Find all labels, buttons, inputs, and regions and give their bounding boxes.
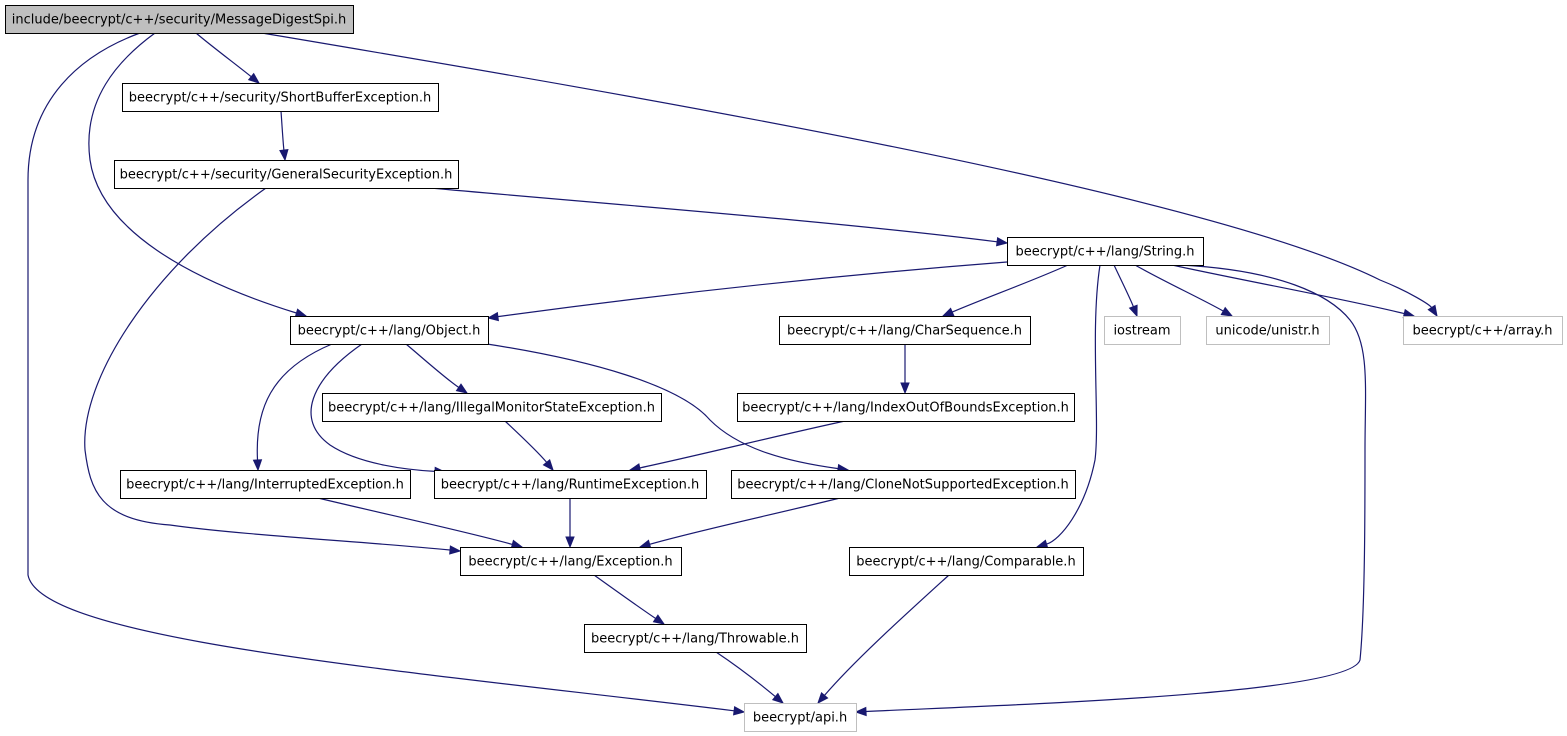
node-clone-not-supported[interactable]: beecrypt/c++/lang/CloneNotSupportedExcep… (731, 470, 1076, 499)
node-box (737, 393, 1075, 422)
edge-root-to-short-buffer (195, 32, 261, 84)
edge-string-to-api (854, 264, 1367, 717)
nodes-layer: include/beecrypt/c++/security/MessageDig… (5, 5, 1563, 732)
node-box (1403, 316, 1563, 345)
arrowhead (455, 383, 469, 394)
arrowhead (449, 545, 462, 555)
node-throwable[interactable]: beecrypt/c++/lang/Throwable.h (584, 624, 807, 653)
node-runtime[interactable]: beecrypt/c++/lang/RuntimeException.h (434, 470, 707, 499)
node-label: beecrypt/c++/lang/String.h (1015, 245, 1194, 260)
arrowhead (1427, 304, 1438, 318)
node-object[interactable]: beecrypt/c++/lang/Object.h (290, 316, 489, 345)
node-box (120, 470, 411, 499)
edge-string-to-iostream (1113, 264, 1138, 318)
node-label: beecrypt/c++/lang/CharSequence.h (787, 324, 1022, 339)
edge-throwable-to-api (715, 651, 785, 704)
node-label: beecrypt/api.h (753, 711, 847, 726)
node-box (1007, 237, 1204, 266)
edge-runtime-to-exception (565, 498, 575, 549)
node-root[interactable]: include/beecrypt/c++/security/MessageDig… (5, 5, 354, 34)
node-label: beecrypt/c++/lang/IllegalMonitorStateExc… (328, 401, 655, 416)
edge-general-security-to-exception (84, 187, 462, 555)
node-interrupted[interactable]: beecrypt/c++/lang/InterruptedException.h (120, 470, 411, 499)
node-label: iostream (1113, 324, 1170, 339)
arrowhead (733, 706, 746, 716)
node-label: beecrypt/c++/lang/RuntimeException.h (441, 478, 700, 493)
node-label: beecrypt/c++/security/ShortBufferExcepti… (129, 91, 431, 106)
node-unistr[interactable]: unicode/unistr.h (1206, 316, 1330, 345)
edge-object-to-interrupted (252, 343, 333, 472)
node-label: beecrypt/c++/lang/Exception.h (468, 555, 672, 570)
node-string[interactable]: beecrypt/c++/lang/String.h (1007, 237, 1204, 266)
edge-root-to-array (261, 32, 1438, 318)
node-short-buffer[interactable]: beecrypt/c++/security/ShortBufferExcepti… (122, 83, 439, 112)
node-illegal-monitor[interactable]: beecrypt/c++/lang/IllegalMonitorStateExc… (322, 393, 662, 422)
node-box (290, 316, 489, 345)
node-box (434, 470, 707, 499)
arrowhead (941, 307, 955, 317)
edge-object-to-illegal-monitor (405, 343, 469, 394)
node-label: beecrypt/c++/array.h (1412, 324, 1552, 339)
arrowhead (252, 459, 263, 472)
node-label: beecrypt/c++/lang/Throwable.h (591, 632, 799, 647)
node-box (114, 160, 459, 189)
edge-exception-to-throwable (593, 574, 666, 625)
edge-string-to-object (486, 261, 1008, 322)
edge-comparable-to-api (817, 574, 950, 705)
node-box (744, 703, 857, 732)
node-label: beecrypt/c++/lang/IndexOutOfBoundsExcept… (742, 401, 1069, 416)
edge-short-buffer-to-general-security (279, 110, 289, 162)
node-box (5, 5, 354, 34)
arrowhead (771, 692, 785, 704)
node-label: beecrypt/c++/lang/InterruptedException.h (126, 478, 404, 493)
node-box (584, 624, 807, 653)
edge-string-to-unistr (1134, 264, 1234, 317)
node-index-out-of-bounds[interactable]: beecrypt/c++/lang/IndexOutOfBoundsExcept… (737, 393, 1075, 422)
edge-general-security-to-string (429, 187, 1009, 247)
node-general-security[interactable]: beecrypt/c++/security/GeneralSecurityExc… (114, 160, 459, 189)
node-api[interactable]: beecrypt/api.h (744, 703, 857, 732)
edges-layer (27, 32, 1438, 717)
node-box (779, 316, 1031, 345)
node-iostream[interactable]: iostream (1104, 316, 1181, 345)
edge-interrupted-to-exception (317, 497, 524, 549)
node-label: include/beecrypt/c++/security/MessageDig… (12, 13, 346, 28)
node-label: beecrypt/c++/lang/Object.h (298, 324, 481, 339)
node-label: beecrypt/c++/lang/CloneNotSupportedExcep… (737, 478, 1069, 493)
node-box (1104, 316, 1181, 345)
arrowhead (652, 614, 666, 625)
arrowhead (1220, 306, 1234, 317)
node-box (322, 393, 662, 422)
edge-char-sequence-to-index-out-of-bounds (900, 344, 910, 395)
node-array[interactable]: beecrypt/c++/array.h (1403, 316, 1563, 345)
node-comparable[interactable]: beecrypt/c++/lang/Comparable.h (849, 547, 1084, 576)
edge-illegal-monitor-to-runtime (504, 420, 554, 472)
arrowhead (900, 382, 910, 395)
arrowhead (996, 237, 1009, 247)
edge-root-to-object (88, 32, 308, 318)
arrowhead (279, 149, 289, 162)
arrowhead (247, 72, 261, 84)
node-label: beecrypt/c++/security/GeneralSecurityExc… (120, 168, 453, 183)
arrowhead (854, 706, 867, 717)
node-box (122, 83, 439, 112)
node-char-sequence[interactable]: beecrypt/c++/lang/CharSequence.h (779, 316, 1031, 345)
edge-root-to-api (27, 32, 746, 716)
node-label: beecrypt/c++/lang/Comparable.h (856, 555, 1075, 570)
node-label: unicode/unistr.h (1215, 324, 1319, 339)
node-box (1206, 316, 1330, 345)
node-box (460, 547, 682, 576)
node-box (731, 470, 1076, 499)
node-exception[interactable]: beecrypt/c++/lang/Exception.h (460, 547, 682, 576)
arrowhead (565, 536, 575, 549)
edge-clone-not-supported-to-exception (638, 497, 841, 549)
edge-string-to-char-sequence (941, 264, 1069, 317)
arrowhead (486, 311, 499, 322)
arrowhead (542, 458, 554, 472)
arrowhead (817, 691, 829, 705)
node-box (849, 547, 1084, 576)
arrowhead (1128, 304, 1138, 318)
